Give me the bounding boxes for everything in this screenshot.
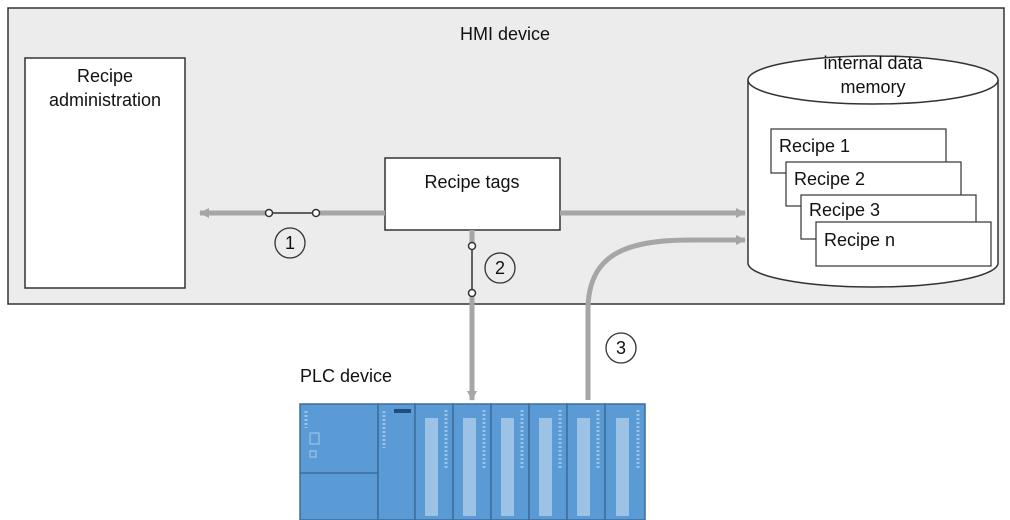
marker-3: 3 — [605, 332, 637, 364]
recipe-administration-box — [24, 57, 186, 289]
recipe-administration-label-line1: Recipe — [77, 66, 133, 86]
svg-text:2: 2 — [495, 258, 505, 278]
recipe-sheet-label: Recipe n — [824, 230, 895, 250]
recipe-tags-label: Recipe tags — [424, 172, 519, 192]
recipe-administration-label-line2: administration — [49, 90, 161, 110]
recipe-sheet-label: Recipe 1 — [779, 136, 850, 156]
memory-label-line1: internal data — [823, 53, 923, 73]
recipe-sheet-n: Recipe n — [815, 221, 992, 267]
svg-text:3: 3 — [616, 338, 626, 358]
recipe-tags-box — [384, 157, 561, 231]
memory-label-line2: memory — [840, 77, 905, 97]
hmi-device-title: HMI device — [460, 24, 550, 44]
arrow-plc-to-memory — [585, 235, 746, 400]
recipe-sheet-label: Recipe 2 — [794, 169, 865, 189]
switch-1 — [264, 208, 321, 218]
marker-1: 1 — [274, 227, 306, 259]
recipe-sheet-label: Recipe 3 — [809, 200, 880, 220]
switch-2 — [467, 241, 477, 298]
plc-device-illustration — [299, 403, 646, 520]
svg-text:1: 1 — [285, 233, 295, 253]
marker-2: 2 — [484, 252, 516, 284]
plc-device-label: PLC device — [300, 366, 392, 386]
